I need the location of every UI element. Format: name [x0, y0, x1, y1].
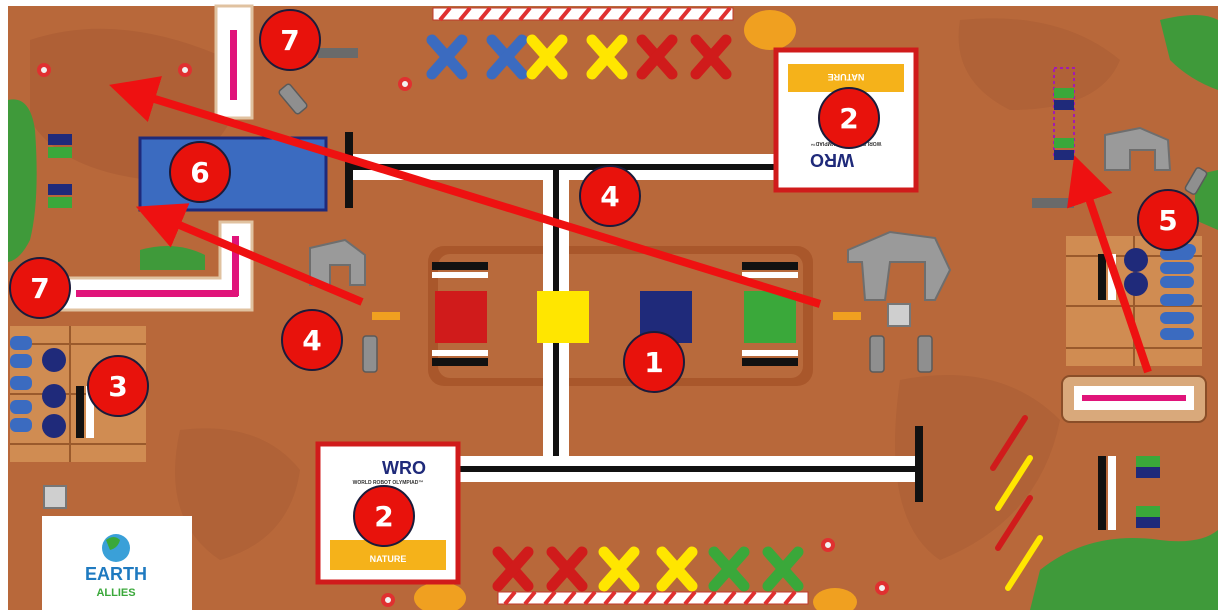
marker-4-left: 4: [282, 310, 342, 370]
magenta-line-top: [230, 30, 237, 100]
blue-container: [140, 138, 326, 210]
svg-text:4: 4: [302, 324, 321, 357]
marker-2-top: 2: [819, 88, 879, 148]
earth-allies-logo: EARTH ALLIES: [42, 516, 192, 610]
orange-rock: [744, 10, 796, 50]
svg-text:2: 2: [839, 102, 858, 135]
marker-2-bottom: 2: [354, 486, 414, 546]
marker-3: 3: [88, 356, 148, 416]
magenta-line-slot: [1082, 395, 1186, 401]
svg-text:7: 7: [280, 24, 299, 57]
pallet-right: [1066, 236, 1202, 366]
red-square: [435, 291, 487, 343]
wro-logo-bottom: WRO: [382, 458, 426, 478]
earth-logo-line1: EARTH: [85, 564, 147, 584]
svg-text:3: 3: [108, 370, 127, 403]
green-square: [744, 291, 796, 343]
barrier-top: [433, 8, 733, 20]
svg-text:1: 1: [644, 346, 663, 379]
barrier-bottom: [498, 592, 808, 604]
svg-text:4: 4: [600, 180, 619, 213]
orange-tile: [833, 312, 861, 320]
svg-text:6: 6: [190, 156, 209, 189]
orange-tile: [372, 312, 400, 320]
gray-bar: [1032, 198, 1074, 208]
earth-logo-line2: ALLIES: [96, 587, 135, 599]
nature-label-top: NATURE: [828, 72, 865, 82]
wro-logo-top: WRO: [810, 150, 854, 170]
magenta-line-corner-h: [76, 290, 238, 297]
wro-subtitle-bottom: WORLD ROBOT OLYMPIAD™: [353, 480, 424, 486]
marker-5: 5: [1138, 190, 1198, 250]
gray-bar: [318, 48, 358, 58]
marker-1: 1: [624, 332, 684, 392]
marker-7-top: 7: [260, 10, 320, 70]
marker-6: 6: [170, 142, 230, 202]
nature-label-bottom: NATURE: [370, 554, 407, 564]
gray-box: [44, 486, 66, 508]
svg-text:5: 5: [1158, 204, 1177, 237]
marker-7-left: 7: [10, 258, 70, 318]
svg-text:7: 7: [30, 272, 49, 305]
marker-4-top: 4: [580, 166, 640, 226]
yellow-square: [537, 291, 589, 343]
svg-text:2: 2: [374, 500, 393, 533]
gray-box: [888, 304, 910, 326]
